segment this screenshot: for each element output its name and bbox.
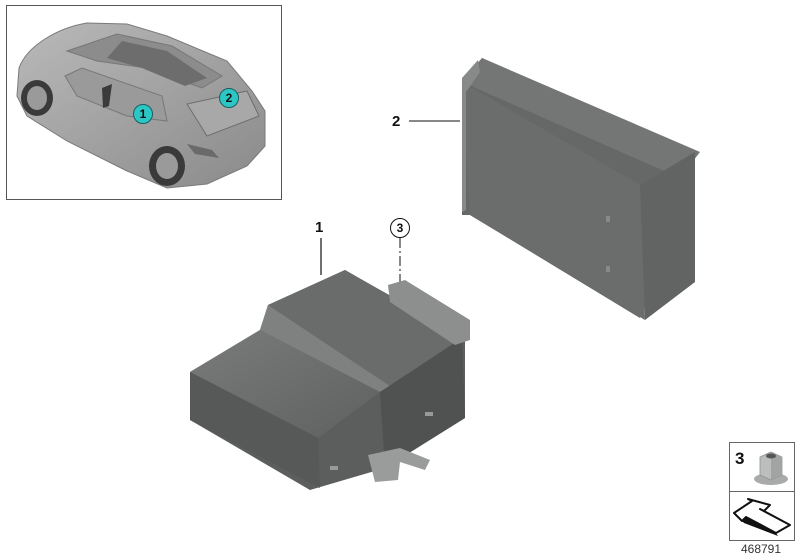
callout-1[interactable]: 1 xyxy=(315,219,324,236)
hex-flange-nut-icon xyxy=(754,451,788,485)
legend-item-number: 3 xyxy=(735,449,745,468)
control-module-2 xyxy=(462,58,700,320)
installation-direction-arrow-icon xyxy=(733,498,791,536)
inset-badge-1[interactable]: 1 xyxy=(133,104,153,124)
callout-2[interactable]: 2 xyxy=(392,113,401,130)
diagram-id: 468791 xyxy=(740,542,782,556)
parts-legend: 3 xyxy=(729,442,795,541)
inset-badge-2[interactable]: 2 xyxy=(219,88,239,108)
legend-divider xyxy=(730,491,794,492)
vehicle-overview-inset[interactable]: 1 2 xyxy=(6,5,282,200)
control-module-1 xyxy=(190,270,470,490)
callout-3[interactable]: 3 xyxy=(390,218,410,238)
